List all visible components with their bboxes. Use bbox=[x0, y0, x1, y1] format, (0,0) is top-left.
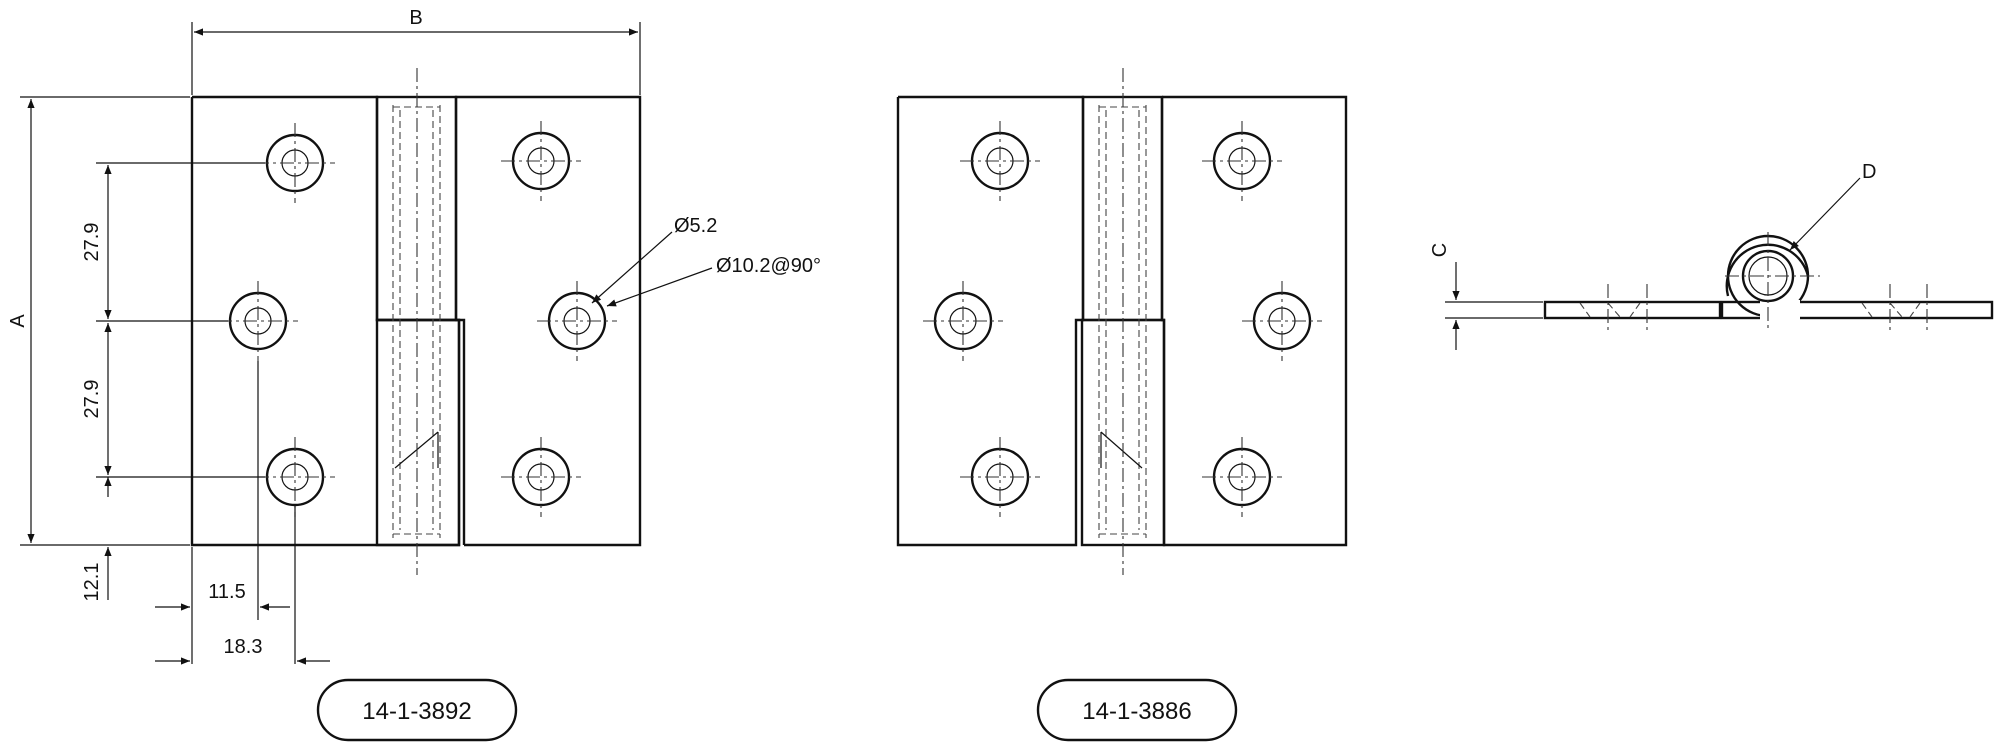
part-number-badge-left: 14-1-3892 bbox=[316, 678, 518, 742]
mount-hole bbox=[501, 437, 581, 517]
mount-hole bbox=[501, 121, 581, 201]
part-number-right: 14-1-3886 bbox=[1082, 698, 1191, 725]
hinge-side-view: D C bbox=[1429, 161, 1994, 350]
mount-hole bbox=[537, 281, 617, 361]
part-number-left: 14-1-3892 bbox=[362, 698, 471, 725]
pitch-lower-label: 27.9 bbox=[81, 380, 103, 419]
mount-hole bbox=[1202, 121, 1282, 201]
dimension-a-label: A bbox=[7, 314, 29, 328]
dimension-c-label: C bbox=[1429, 243, 1451, 257]
hinge-view-right bbox=[896, 68, 1348, 575]
mount-hole bbox=[255, 123, 335, 203]
hole-diameter-label: Ø5.2 bbox=[674, 215, 717, 237]
countersink-label: Ø10.2@90° bbox=[716, 255, 821, 277]
hinge-view-left: B A 27.9 27.9 12.1 11.5 18.3 Ø5.2 Ø10.2@… bbox=[7, 7, 821, 665]
mount-hole bbox=[1242, 281, 1322, 361]
mount-hole bbox=[923, 281, 1003, 361]
pitch-upper-label: 27.9 bbox=[81, 223, 103, 262]
dimension-d-label: D bbox=[1862, 161, 1876, 183]
mount-hole bbox=[960, 121, 1040, 201]
mount-hole bbox=[1202, 437, 1282, 517]
part-number-badge-right: 14-1-3886 bbox=[1036, 678, 1238, 742]
dimension-b-label: B bbox=[409, 7, 422, 29]
mount-hole bbox=[218, 281, 298, 361]
mount-hole bbox=[960, 437, 1040, 517]
offset-11-5-label: 11.5 bbox=[208, 581, 245, 603]
edge-dim-label: 12.1 bbox=[81, 563, 103, 602]
offset-18-3-label: 18.3 bbox=[224, 636, 263, 658]
